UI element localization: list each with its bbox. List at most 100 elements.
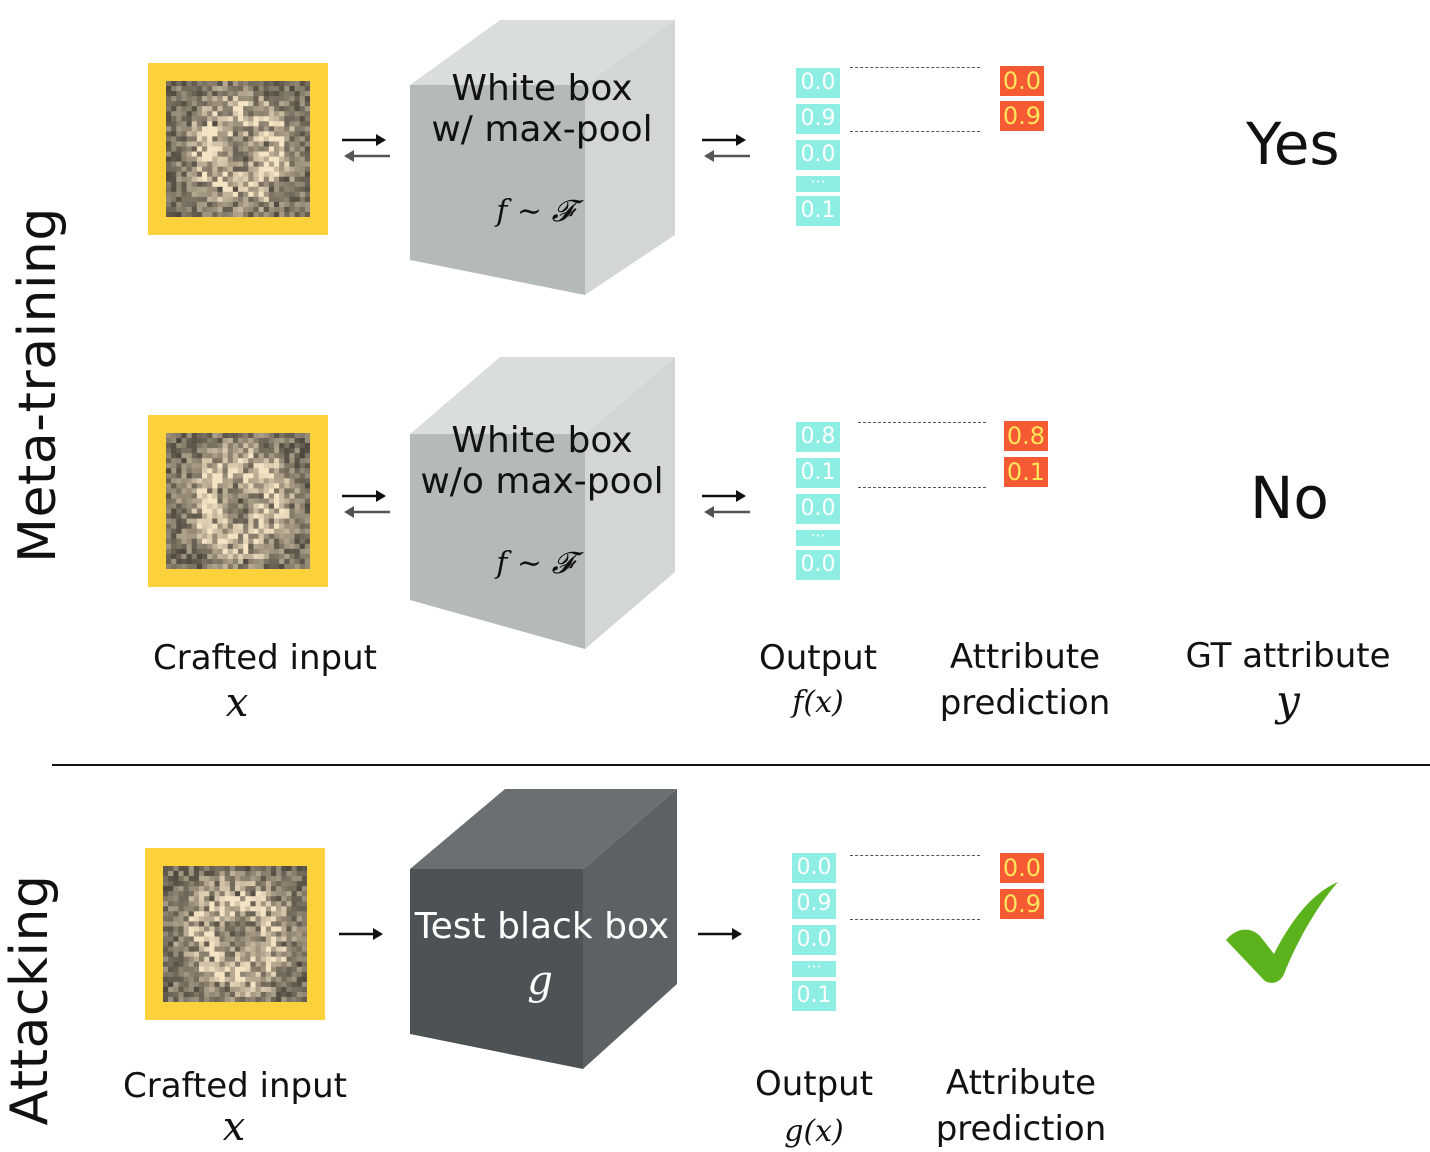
noise-pixel bbox=[204, 981, 210, 988]
noise-pixel bbox=[289, 136, 295, 142]
noise-pixel bbox=[291, 936, 298, 942]
noise-pixel bbox=[271, 866, 277, 872]
noise-pixel bbox=[245, 926, 251, 932]
noise-pixel bbox=[222, 528, 229, 535]
noise-pixel bbox=[304, 438, 310, 444]
noise-pixel bbox=[263, 206, 270, 213]
noise-pixel bbox=[279, 548, 285, 555]
noise-pixel bbox=[232, 563, 239, 569]
noise-pixel bbox=[227, 136, 234, 142]
noise-pixel bbox=[191, 196, 198, 203]
noise-pixel bbox=[284, 121, 290, 127]
noise-pixel bbox=[296, 881, 303, 887]
noise-pixel bbox=[212, 101, 218, 107]
noise-pixel bbox=[253, 96, 259, 102]
noise-pixel bbox=[166, 493, 172, 499]
noise-pixel bbox=[199, 991, 205, 998]
noise-pixel bbox=[219, 871, 226, 877]
noise-pixel bbox=[286, 911, 292, 917]
noise-pixel bbox=[173, 941, 179, 947]
noise-pixel bbox=[263, 186, 270, 193]
noise-pixel bbox=[274, 201, 280, 208]
noise-pixel bbox=[217, 458, 223, 464]
noise-pixel bbox=[301, 911, 307, 917]
noise-pixel bbox=[209, 976, 215, 983]
noise-pixel bbox=[204, 971, 210, 978]
noise-pixel bbox=[168, 956, 174, 963]
noise-pixel bbox=[212, 493, 218, 499]
noise-pixel bbox=[209, 991, 215, 998]
noise-pixel bbox=[281, 891, 287, 897]
noise-pixel bbox=[212, 196, 218, 203]
noise-pixel bbox=[193, 946, 200, 952]
noise-pixel bbox=[245, 921, 251, 927]
noise-pixel bbox=[284, 91, 290, 97]
noise-pixel bbox=[268, 96, 275, 102]
noise-pixel bbox=[219, 986, 226, 993]
noise-pixel bbox=[240, 906, 246, 912]
noise-pixel bbox=[238, 106, 244, 112]
noise-pixel bbox=[235, 891, 241, 897]
output-cell: 0.0 bbox=[796, 494, 840, 524]
noise-pixel bbox=[289, 563, 295, 569]
noise-pixel bbox=[255, 871, 262, 877]
noise-pixel bbox=[238, 181, 244, 188]
noise-pixel bbox=[304, 126, 310, 132]
noise-pixel bbox=[191, 538, 198, 545]
noise-pixel bbox=[202, 156, 208, 162]
noise-pixel bbox=[274, 186, 280, 193]
noise-pixel bbox=[212, 498, 218, 504]
noise-pixel bbox=[186, 458, 193, 464]
noise-pixel bbox=[212, 191, 218, 198]
noise-pixel bbox=[279, 463, 285, 469]
noise-pixel bbox=[222, 543, 229, 550]
noise-pixel bbox=[294, 478, 301, 484]
prediction-cell: 0.9 bbox=[1000, 101, 1044, 131]
noise-pixel bbox=[191, 96, 198, 102]
noise-pixel bbox=[199, 906, 205, 912]
noise-pixel bbox=[214, 921, 220, 927]
noise-pixel bbox=[163, 871, 169, 877]
noise-pixel bbox=[227, 553, 234, 560]
noise-pixel bbox=[263, 488, 270, 494]
noise-pixel bbox=[219, 961, 226, 968]
noise-pixel bbox=[240, 971, 246, 978]
noise-pixel bbox=[171, 438, 177, 444]
noise-pixel bbox=[255, 901, 262, 907]
noise-pixel bbox=[304, 543, 310, 550]
noise-pixel bbox=[217, 508, 223, 514]
noise-pixel bbox=[166, 538, 172, 545]
noise-pixel bbox=[207, 86, 213, 92]
noise-pixel bbox=[248, 146, 254, 152]
noise-pixel bbox=[248, 508, 254, 514]
noise-pixel bbox=[222, 101, 229, 107]
noise-pixel bbox=[235, 981, 241, 988]
noise-pixel bbox=[274, 538, 280, 545]
noise-pixel bbox=[183, 971, 190, 978]
noise-pixel bbox=[265, 981, 272, 988]
connector-line bbox=[858, 422, 986, 423]
noise-pixel bbox=[173, 981, 179, 988]
noise-pixel bbox=[212, 206, 218, 213]
noise-pixel bbox=[181, 548, 187, 555]
noise-pixel bbox=[204, 911, 210, 917]
noise-pixel bbox=[176, 458, 182, 464]
noise-pixel bbox=[284, 458, 290, 464]
noise-pixel bbox=[255, 986, 262, 993]
noise-pixel bbox=[265, 991, 272, 998]
noise-pixel bbox=[196, 468, 203, 474]
noise-pixel bbox=[265, 986, 272, 993]
noise-pixel bbox=[268, 478, 275, 484]
noise-pixel bbox=[268, 538, 275, 545]
noise-pixel bbox=[253, 136, 259, 142]
noise-pixel bbox=[286, 871, 292, 877]
noise-pixel bbox=[196, 543, 203, 550]
noise-pixel bbox=[222, 453, 229, 459]
noise-pixel bbox=[279, 146, 285, 152]
noise-pixel bbox=[168, 986, 174, 993]
noise-pixel bbox=[212, 106, 218, 112]
noise-pixel bbox=[279, 448, 285, 454]
noise-pixel bbox=[232, 533, 239, 540]
noise-pixel bbox=[289, 443, 295, 449]
output-cell: ··· bbox=[796, 528, 840, 546]
